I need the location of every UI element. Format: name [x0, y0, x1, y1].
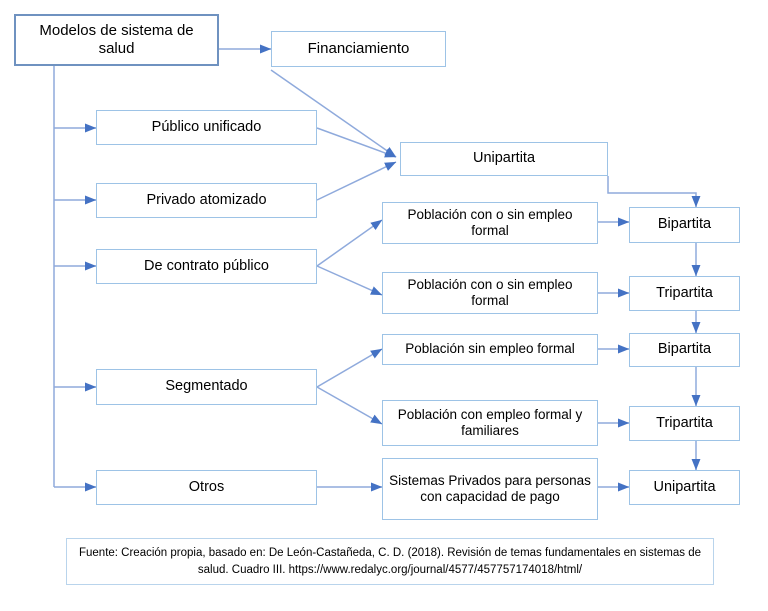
node-bipartita-1[interactable]: Bipartita — [629, 207, 740, 243]
wire-contrato-to-poblacion-1 — [316, 219, 383, 267]
node-sistemas-privados[interactable]: Sistemas Privados para personas con capa… — [382, 458, 598, 520]
node-bipartita-2[interactable]: Bipartita — [629, 333, 740, 367]
node-label: Población sin empleo formal — [405, 341, 575, 357]
node-label: Segmentado — [165, 378, 248, 395]
node-otros[interactable]: Otros — [96, 470, 317, 505]
wire-unipartita-to-bipartita-1 — [607, 176, 701, 208]
node-label: Tripartita — [656, 284, 713, 301]
source-note-line-1: Fuente: Creación propia, basado en: De L… — [78, 546, 637, 559]
node-label: Público unificado — [151, 118, 262, 135]
node-unipartita-bottom[interactable]: Unipartita — [629, 470, 740, 505]
node-poblacion-con-o-sin-empleo-formal-2[interactable]: Población con o sin empleo formal — [382, 272, 598, 314]
node-poblacion-con-empleo-formal-y-familiares[interactable]: Población con empleo formal y familiares — [382, 400, 598, 446]
node-label: Modelos de sistema de salud — [39, 21, 194, 57]
node-label: Unipartita — [653, 478, 716, 495]
wire-privado-to-unipartita — [316, 161, 397, 201]
node-label: Financiamiento — [307, 39, 410, 57]
node-label: Unipartita — [472, 150, 536, 167]
node-label: Tripartita — [656, 414, 713, 431]
source-note: Fuente: Creación propia, basado en: De L… — [66, 538, 714, 585]
node-label: Población con o sin empleo formal — [407, 206, 573, 238]
node-de-contrato-publico[interactable]: De contrato público — [96, 249, 317, 284]
node-label: Población con empleo formal y familiares — [397, 406, 583, 438]
node-label: De contrato público — [144, 257, 269, 274]
node-financiamiento[interactable]: Financiamiento — [271, 31, 446, 67]
node-segmentado[interactable]: Segmentado — [96, 369, 317, 405]
wire-contrato-to-poblacion-2 — [316, 265, 383, 296]
wire-publico-to-unipartita — [316, 127, 397, 158]
node-tripartita-2[interactable]: Tripartita — [629, 406, 740, 441]
node-unipartita-top[interactable]: Unipartita — [400, 142, 608, 176]
node-privado-atomizado[interactable]: Privado atomizado — [96, 183, 317, 218]
node-tripartita-1[interactable]: Tripartita — [629, 276, 740, 311]
node-label: Otros — [188, 478, 225, 495]
wire-segmentado-to-poblacion-4 — [316, 386, 383, 425]
wire-segmentado-to-poblacion-3 — [316, 348, 383, 388]
node-label: Bipartita — [657, 341, 712, 358]
node-label: Bipartita — [657, 216, 712, 233]
source-note-line-2: sistemas de salud. Cuadro III. https://w… — [197, 546, 701, 576]
node-poblacion-con-o-sin-empleo-formal-1[interactable]: Población con o sin empleo formal — [382, 202, 598, 244]
node-poblacion-sin-empleo-formal[interactable]: Población sin empleo formal — [382, 334, 598, 365]
node-modelos-de-sistema-de-salud[interactable]: Modelos de sistema de salud — [14, 14, 219, 66]
node-label: Privado atomizado — [146, 191, 267, 208]
node-label: Sistemas Privados para personas con capa… — [389, 472, 591, 504]
node-label: Población con o sin empleo formal — [407, 276, 573, 308]
node-publico-unificado[interactable]: Público unificado — [96, 110, 317, 145]
